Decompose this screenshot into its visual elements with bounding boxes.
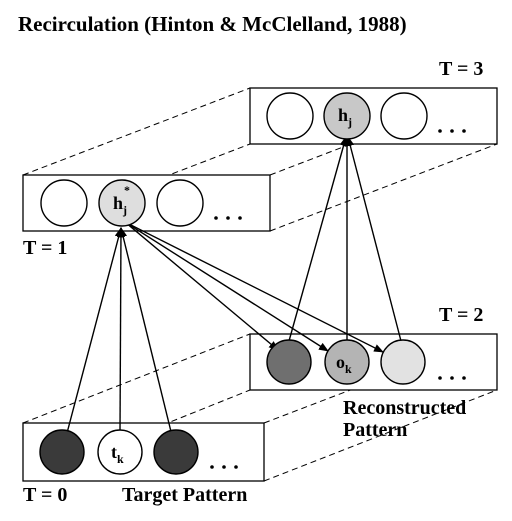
node-t3-1 <box>266 92 314 140</box>
node-ok-label: ok <box>336 352 352 376</box>
layer-t3-nodes: hj <box>266 92 466 140</box>
ellipsis-t3 <box>438 129 466 133</box>
edge-t0-n3-to-hstar <box>119 227 177 453</box>
edge-t2-n1-to-hj <box>288 136 348 342</box>
node-t0-3 <box>153 429 199 475</box>
ellipsis-t0 <box>210 465 238 469</box>
node-t1-1 <box>40 179 88 227</box>
edge-t2-n3-to-hj <box>346 136 402 342</box>
caption-reconstructed-1: Reconstructed <box>343 397 466 419</box>
node-hj-star-label: hj* <box>113 183 130 217</box>
layer-t2-nodes: ok <box>266 339 466 385</box>
time-label-t3: T = 3 <box>439 58 483 80</box>
node-ok <box>324 339 370 385</box>
node-t3-3 <box>380 92 428 140</box>
node-t1-3 <box>156 179 204 227</box>
edge-t0-n1-to-hstar <box>61 227 123 453</box>
connections <box>61 136 402 453</box>
caption-reconstructed-2: Pattern <box>343 419 407 441</box>
node-hj-star <box>98 179 146 227</box>
node-hj-label: hj <box>338 105 352 129</box>
edge-hstar-to-ok <box>124 221 329 352</box>
node-tk-label: tk <box>111 442 124 466</box>
node-hj <box>323 92 371 140</box>
node-t0-1 <box>39 429 85 475</box>
edge-t0-tk-to-hstar <box>116 227 125 433</box>
diagram-title: Recirculation (Hinton & McClelland, 1988… <box>18 12 407 36</box>
perspective-lines <box>22 87 498 482</box>
node-t2-1 <box>266 339 312 385</box>
time-label-t2: T = 2 <box>439 304 483 326</box>
edge-hstar-to-t2-n1 <box>124 221 279 351</box>
layer-t1-nodes: hj* <box>40 179 242 227</box>
time-label-t1: T = 1 <box>23 237 67 259</box>
node-tk <box>97 429 143 475</box>
ellipsis-t2 <box>438 376 466 380</box>
edge-hstar-to-t2-n3 <box>124 221 384 353</box>
time-label-t0: T = 0 <box>23 484 67 506</box>
node-t2-3 <box>380 339 426 385</box>
ellipsis-t1 <box>214 216 242 220</box>
caption-target-pattern: Target Pattern <box>122 484 247 506</box>
layer-t0-nodes: tk <box>39 429 238 475</box>
